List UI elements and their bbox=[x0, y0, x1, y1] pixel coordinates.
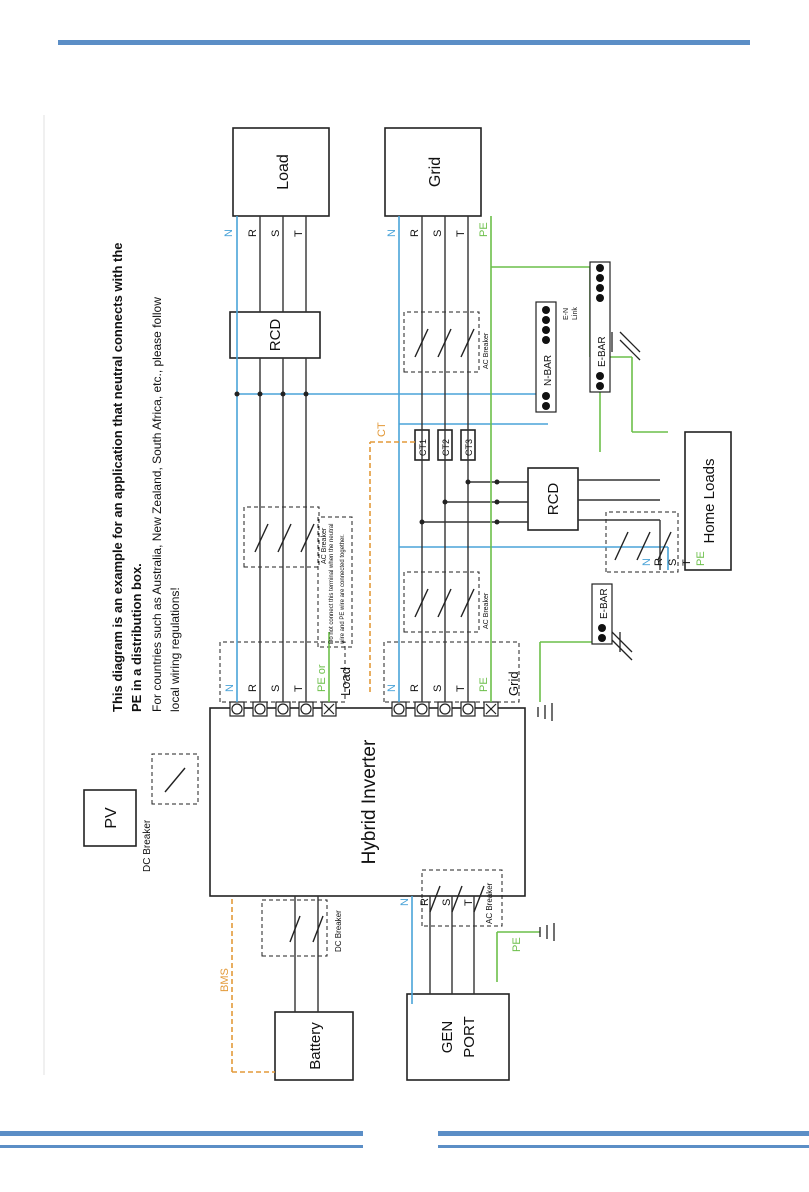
label-gen-s: S bbox=[441, 899, 453, 906]
e-bar-main-label: E-BAR bbox=[597, 336, 608, 367]
label-inv-load-r: R bbox=[247, 684, 259, 692]
warn-line-2: wire and PE wire are connected together. bbox=[340, 534, 346, 645]
ct2-label: CT2 bbox=[441, 439, 451, 456]
ac-breaker-gen-label: AC Breaker bbox=[485, 882, 494, 924]
rcd-home-box bbox=[527, 467, 579, 531]
note-line-2: PE in a distribution box. bbox=[129, 563, 144, 712]
ct-label: CT bbox=[376, 422, 388, 437]
label-inv-grid-s: S bbox=[432, 685, 444, 692]
warn-line-1: Do not connect this terminal when the ne… bbox=[329, 524, 335, 644]
grid-label: Grid bbox=[427, 157, 444, 187]
label-home-n: N bbox=[641, 558, 653, 566]
load-box bbox=[232, 127, 330, 217]
label-home-s: S bbox=[667, 559, 679, 566]
label-inv-load-n: N bbox=[224, 684, 236, 692]
ac-breaker-load-dash bbox=[243, 506, 320, 568]
dc-breaker-batt-dash bbox=[261, 899, 328, 957]
pv-box bbox=[83, 789, 137, 847]
label-gen-r: R bbox=[419, 898, 431, 906]
grid-port-dash bbox=[383, 641, 520, 703]
en-link-label-2: Link bbox=[572, 307, 579, 320]
home-loads-box bbox=[684, 431, 732, 571]
dc-breaker-batt-label: DC Breaker bbox=[334, 910, 343, 952]
note-line-4: local wiring regulations! bbox=[168, 587, 182, 712]
load-label: Load bbox=[275, 154, 292, 190]
label-home-t: T bbox=[681, 559, 693, 566]
battery-label: Battery bbox=[307, 1022, 324, 1070]
ct3-label: CT3 bbox=[464, 439, 474, 456]
bottom-rule-right-2 bbox=[438, 1145, 809, 1148]
ac-breaker-grid-dash bbox=[403, 571, 480, 633]
warn-dash bbox=[317, 516, 353, 648]
label-inv-load-pe: PE or bbox=[316, 664, 328, 692]
top-rule bbox=[58, 40, 750, 45]
bottom-rule-right bbox=[438, 1131, 809, 1136]
label-load-t: T bbox=[293, 230, 305, 237]
note-line-1: This diagram is an example for an applic… bbox=[110, 242, 125, 712]
ac-breaker-gen-dash bbox=[421, 869, 503, 927]
dc-breaker-pv-label: DC Breaker bbox=[142, 819, 153, 872]
label-inv-load-t: T bbox=[293, 685, 305, 692]
note-line-3: For countries such as Australia, New Zea… bbox=[150, 297, 164, 712]
ac-breaker-top-label: AC Breaker bbox=[483, 332, 490, 369]
inverter-box bbox=[209, 707, 526, 897]
label-home-r: R bbox=[653, 558, 665, 566]
label-load-r: R bbox=[247, 229, 259, 237]
label-inv-grid-r: R bbox=[409, 684, 421, 692]
battery-box bbox=[274, 1011, 354, 1081]
label-load-n: N bbox=[223, 229, 235, 237]
label-gen-n: N bbox=[399, 898, 411, 906]
grid-port-label: Grid bbox=[506, 671, 521, 696]
load-port-label: Load bbox=[338, 667, 353, 696]
n-bar-label: N-BAR bbox=[543, 355, 554, 386]
rcd-load-label: RCD bbox=[267, 319, 284, 352]
label-home-pe: PE bbox=[695, 551, 707, 566]
label-inv-load-s: S bbox=[270, 685, 282, 692]
gen-port-box bbox=[406, 993, 510, 1081]
label-grid-s: S bbox=[432, 230, 444, 237]
ct1-label: CT1 bbox=[418, 439, 428, 456]
label-grid-r: R bbox=[409, 229, 421, 237]
gen-port-label-1: GEN bbox=[439, 1021, 456, 1054]
rcd-load-box bbox=[229, 311, 321, 359]
label-grid-t: T bbox=[455, 230, 467, 237]
e-bar-small bbox=[591, 583, 613, 645]
label-inv-grid-n: N bbox=[386, 684, 398, 692]
ac-breaker-grid-label: AC Breaker bbox=[483, 592, 490, 629]
grid-box bbox=[384, 127, 482, 217]
pv-label: PV bbox=[103, 807, 120, 829]
gen-port-label-2: PORT bbox=[461, 1016, 478, 1057]
bottom-rule-left bbox=[0, 1131, 363, 1136]
label-gen-pe: PE bbox=[511, 937, 523, 952]
label-grid-n: N bbox=[386, 229, 398, 237]
label-inv-grid-pe: PE bbox=[478, 677, 490, 692]
e-bar-main bbox=[589, 261, 611, 393]
ac-breaker-top-dash bbox=[403, 311, 480, 373]
ac-breaker-home-dash bbox=[605, 511, 679, 573]
ac-breaker-load-label: AC Breaker bbox=[321, 527, 328, 564]
label-inv-grid-t: T bbox=[455, 685, 467, 692]
dc-breaker-pv-dash bbox=[151, 753, 199, 805]
rcd-home-label: RCD bbox=[545, 483, 562, 516]
bottom-rule-left-2 bbox=[0, 1145, 363, 1148]
en-link-label-1: E-N bbox=[563, 308, 570, 320]
inverter-label: Hybrid Inverter bbox=[359, 739, 380, 864]
home-loads-label: Home Loads bbox=[701, 458, 718, 543]
e-bar-small-label: E-BAR bbox=[599, 588, 610, 619]
n-bar bbox=[535, 301, 557, 413]
label-gen-t: T bbox=[463, 899, 475, 906]
bms-label: BMS bbox=[219, 968, 231, 992]
label-grid-pe: PE bbox=[478, 222, 490, 237]
label-load-s: S bbox=[270, 230, 282, 237]
